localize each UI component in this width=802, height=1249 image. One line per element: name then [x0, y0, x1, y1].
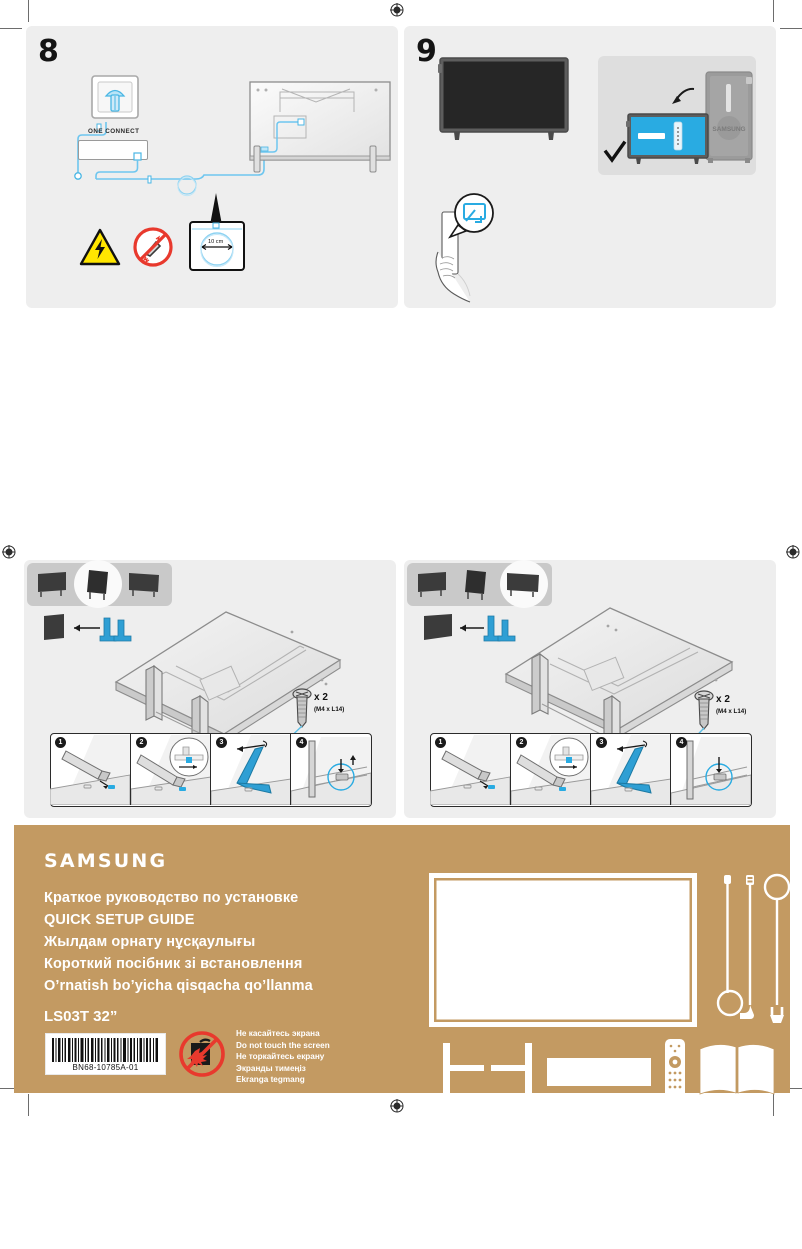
- crop-mark-bottom-right-v: [773, 1094, 774, 1116]
- title-uz: O’rnatish bo’yicha qisqacha qo’llanma: [44, 978, 313, 994]
- screw-icon-right: [694, 690, 714, 730]
- accessory-stand-legs: [443, 1043, 532, 1095]
- step-8-number: 8: [38, 34, 59, 69]
- title-ru: Краткое руководство по установке: [44, 890, 299, 906]
- stand-assembly-right-panel: x 2 (M4 x L14) 1: [404, 560, 776, 818]
- curved-arrow-icon: [672, 87, 695, 104]
- tv-face-down-with-stand-diagram: [504, 607, 734, 755]
- substep-4-right: 4: [670, 733, 751, 805]
- substep-3-right: 3: [590, 733, 671, 805]
- crop-mark-top-left-v: [28, 0, 29, 22]
- substep-number: 4: [676, 737, 687, 748]
- variant-option-tv-flat-stand[interactable]: [416, 571, 448, 599]
- screw-count-left: x 2: [314, 692, 328, 703]
- accessory-cables: [716, 873, 791, 1023]
- variant-option-tv-angled-stand[interactable]: [82, 568, 114, 602]
- title-en: QUICK SETUP GUIDE: [44, 912, 195, 928]
- substep-number: 2: [516, 737, 527, 748]
- electric-shock-warning-icon: [79, 228, 121, 266]
- warning-line-en: Do not touch the screen: [236, 1040, 330, 1050]
- screw-count-right: x 2: [716, 694, 730, 705]
- exploded-tv-and-legs: [424, 614, 516, 642]
- warning-line-kk: Экранды тимеңіз: [236, 1063, 306, 1073]
- variant-option-tv-flat-stand[interactable]: [36, 571, 68, 599]
- variant-option-tv-angled-stand[interactable]: [460, 568, 492, 602]
- registration-mark-bottom: [390, 1099, 403, 1112]
- one-connect-label: ONE CONNECT: [88, 128, 140, 135]
- substep-4-left: 4: [290, 733, 371, 805]
- hand-holding-phone-icon: [435, 211, 471, 303]
- barcode-box: BN68-10785A-01: [45, 1033, 166, 1075]
- crop-mark-bottom-left-v: [28, 1094, 29, 1116]
- accessory-manual-booklet: [699, 1044, 775, 1095]
- substep-number: 1: [435, 737, 446, 748]
- title-kk: Жылдам орнату нұсқаулығы: [44, 934, 256, 950]
- screw-icon-left: [292, 688, 312, 728]
- warning-line-uk: Не торкайтесь екрану: [236, 1052, 325, 1061]
- cover-panel: SAMSUNG Краткое руководство по установке…: [14, 825, 791, 1099]
- barcode-icon: [52, 1038, 158, 1062]
- exploded-tv-and-legs: [44, 614, 132, 642]
- tv-rear-view: [249, 81, 391, 173]
- crop-mark-top-left-h: [0, 28, 22, 29]
- crop-mark-top-right-v: [773, 0, 774, 22]
- accessory-one-connect-box: [547, 1058, 651, 1086]
- refrigerator-icon: SAMSUNG: [705, 71, 753, 163]
- model-name: LS03T 32”: [44, 1008, 118, 1025]
- samsung-logo: SAMSUNG: [44, 850, 168, 872]
- substep-number: 3: [216, 737, 227, 748]
- warning-line-ru: Не касайтесь экрана: [236, 1029, 320, 1038]
- substep-1-right: 1: [430, 733, 510, 805]
- warning-line-uz: Ekranga tegmang: [236, 1075, 305, 1084]
- step-8-panel: 8 ONE CONNECT: [26, 26, 398, 308]
- stand-assembly-left-panel: x 2 (M4 x L14) 1: [24, 560, 396, 818]
- svg-text:SAMSUNG: SAMSUNG: [712, 126, 745, 133]
- crop-mark-bottom-right-h: [780, 1088, 802, 1089]
- no-touch-screen-icon: [179, 1031, 225, 1077]
- one-connect-cable: [95, 143, 265, 197]
- variant-option-tv-wide-stand[interactable]: [127, 571, 161, 599]
- screw-spec-left: (M4 x L14): [314, 706, 345, 713]
- variant-option-tv-wide-stand[interactable]: [505, 571, 541, 599]
- substep-number: 1: [55, 737, 66, 748]
- screen-mirror-bubble: [447, 193, 494, 239]
- tv-front-icon: [438, 57, 569, 140]
- screw-spec-right: (M4 x L14): [716, 708, 747, 715]
- step-9-number: 9: [416, 34, 437, 69]
- crop-mark-top-right-h: [780, 28, 802, 29]
- wall-socket-icon: [91, 75, 139, 119]
- registration-mark-top: [390, 3, 403, 16]
- substep-number: 4: [296, 737, 307, 748]
- screen-mirror-icon: [463, 203, 486, 223]
- substep-number: 3: [596, 737, 607, 748]
- no-sharp-object-icon: [133, 227, 173, 267]
- check-mark-icon: [603, 140, 627, 163]
- tv-ambient-mode-icon: [626, 113, 709, 164]
- registration-mark-left: [2, 545, 15, 558]
- cable-slack-callout: [189, 193, 245, 271]
- cable-slack-label: 10 cm: [206, 239, 226, 245]
- substep-1-left: 1: [50, 733, 130, 805]
- crop-mark-bottom-left-h: [0, 1088, 22, 1089]
- registration-mark-right: [786, 545, 799, 558]
- step-9-panel: 9 SAMSUNG: [404, 26, 776, 308]
- substep-3-left: 3: [210, 733, 291, 805]
- substep-2-right: 2: [510, 733, 591, 805]
- barcode-number: BN68-10785A-01: [72, 1063, 139, 1072]
- accessory-tv-panel-outline: [429, 873, 697, 1027]
- substep-2-left: 2: [130, 733, 211, 805]
- one-connect-box: [78, 140, 148, 160]
- title-uk: Короткий посібник зі встановлення: [44, 956, 303, 972]
- accessory-remote-control: [665, 1039, 685, 1099]
- substep-number: 2: [136, 737, 147, 748]
- power-cable-path: [74, 122, 107, 180]
